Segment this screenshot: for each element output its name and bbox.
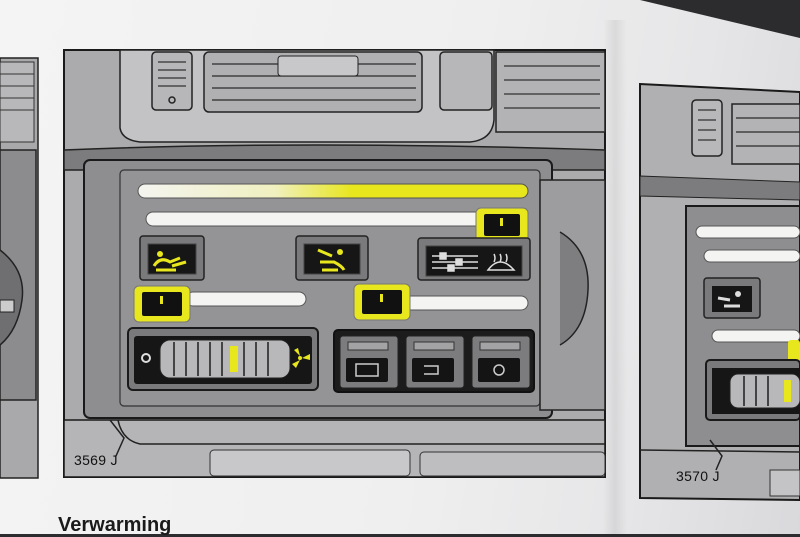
section-heading: Verwarming: [58, 514, 172, 536]
floor-face-vent-icon: [317, 248, 346, 272]
vent-mode-icon: [717, 296, 740, 308]
recirculation-off-icon: [355, 363, 379, 377]
recirculation-icon: [424, 365, 439, 375]
mix-lever-icon: [432, 252, 478, 272]
auto-gear-icon: [493, 364, 505, 376]
fan-wheel-marker: [230, 346, 238, 372]
figure-left-partial: [0, 57, 39, 479]
face-vent-icon: [152, 251, 187, 272]
fan-icon: [292, 348, 310, 368]
figure-label-3569: 3569 J: [74, 452, 118, 468]
figure-3570: [639, 82, 800, 502]
figure-label-3570: 3570 J: [676, 468, 720, 484]
page-gutter: [603, 20, 627, 534]
figure-3569: [63, 49, 606, 478]
defrost-icon: [486, 253, 516, 271]
